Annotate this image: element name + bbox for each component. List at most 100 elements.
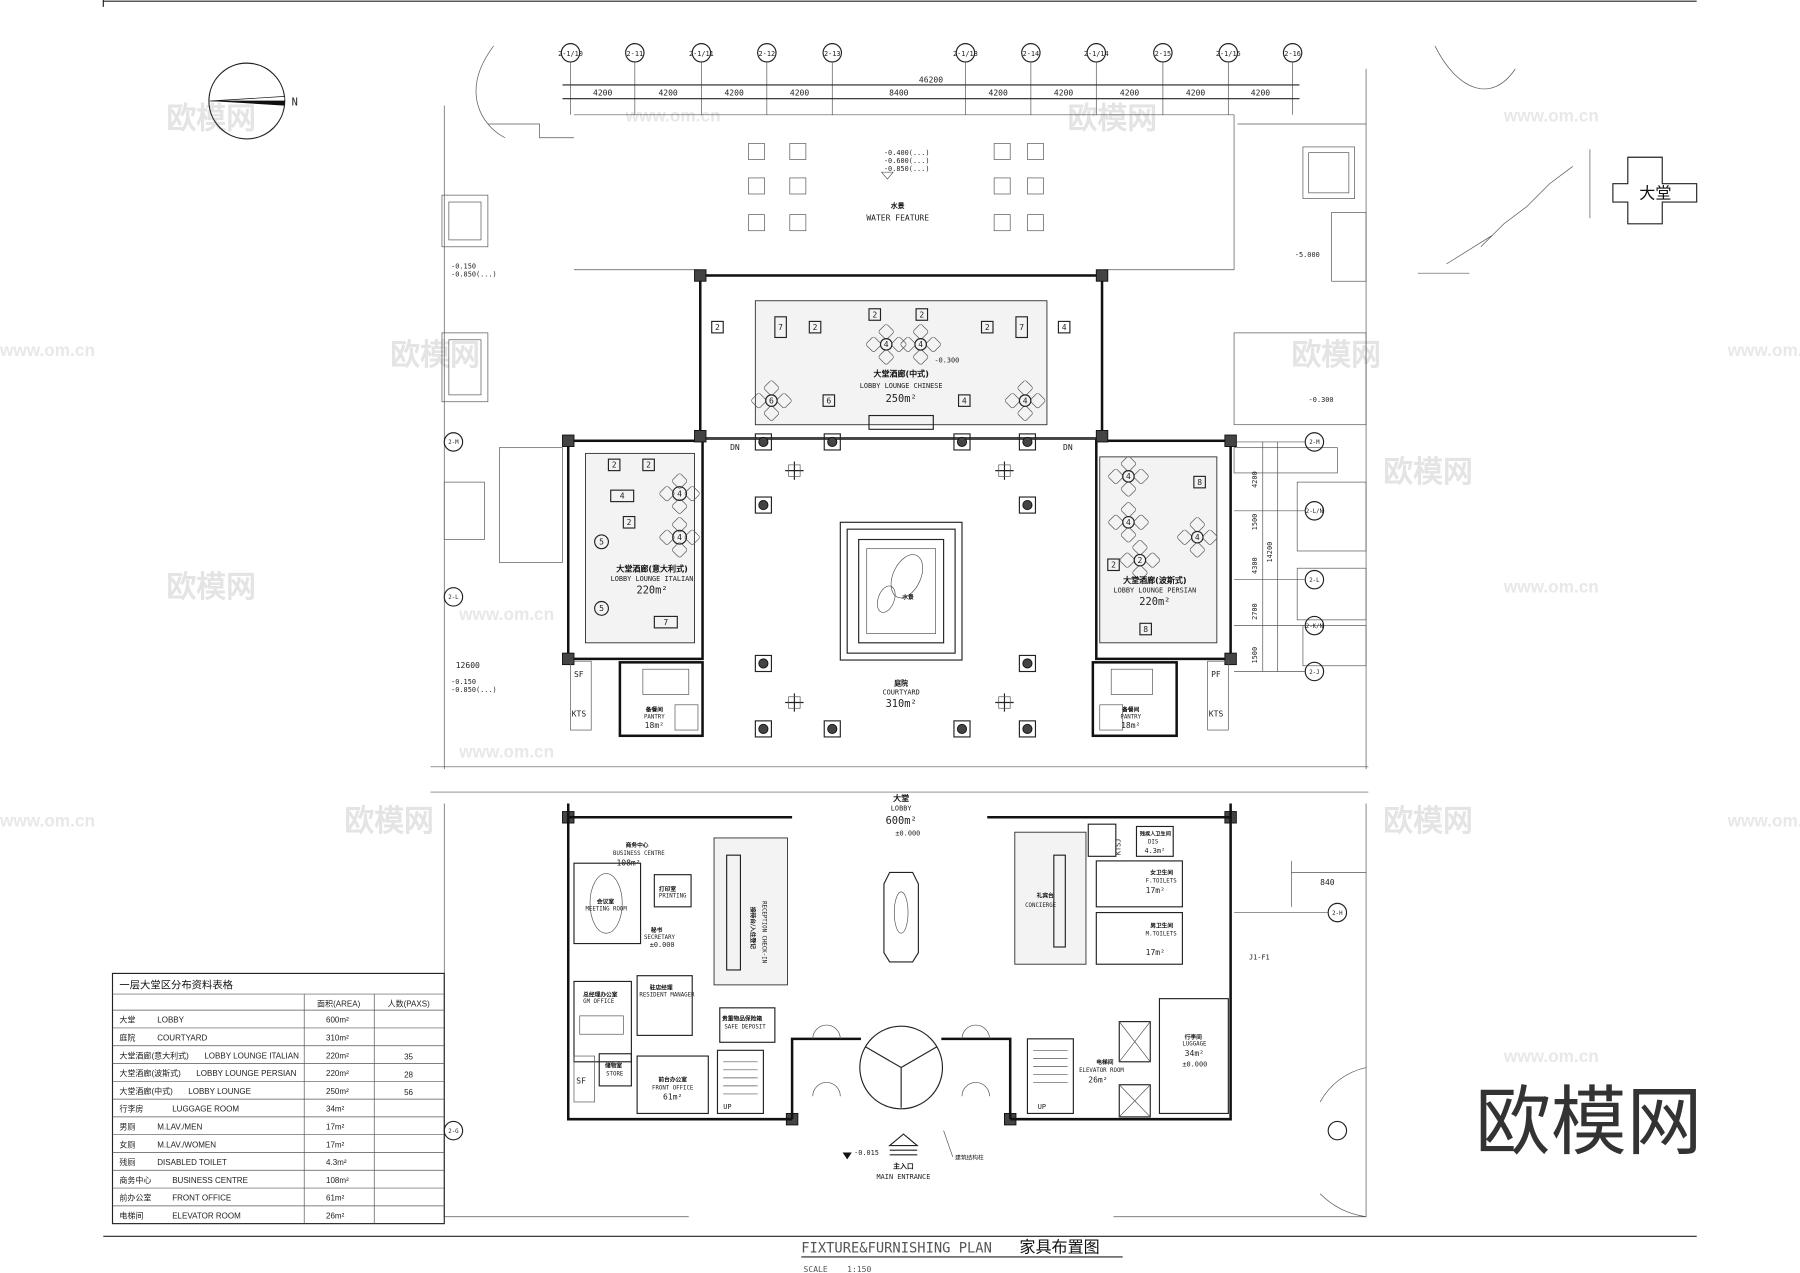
store-en: STORE [606, 1072, 624, 1078]
segment-dimension: 4200 [1251, 88, 1270, 97]
segment-dimension: 4200 [593, 88, 612, 97]
watermark-url: www.om.cn [1503, 106, 1599, 126]
row-paxs: 28 [404, 1070, 413, 1079]
lobby-level: ±0.000 [895, 830, 920, 838]
row-name-en: LOBBY [157, 1016, 184, 1025]
disabled-toilet-cn: 残疾人卫生间 [1140, 830, 1171, 838]
grid-bubble-label: 2-L [448, 595, 459, 601]
secretary-cn: 秘书 [651, 926, 663, 934]
seat-count: 6 [769, 396, 774, 405]
printing-cn: 打印室 [659, 885, 676, 893]
scale-label: SCALE [804, 1265, 828, 1273]
row-name-en: M.LAV./MEN [157, 1123, 202, 1132]
elevation-water-2: -0.600(...) [884, 157, 930, 165]
grid-bubble-label: 2-14 [1023, 50, 1040, 58]
grid-bubble-label: 2-M [1309, 440, 1320, 446]
gm-office-en: GM OFFICE [583, 999, 615, 1005]
drawing-title-block: FIXTURE&FURNISHING PLAN 家具布置图 SCALE 1:15… [801, 1237, 1123, 1273]
lobby-cn: 大堂 [893, 793, 909, 803]
seat-count: 7 [778, 323, 783, 332]
schedule-header-paxs: 人数(PAXS) [388, 999, 430, 1009]
lobby-en: LOBBY [891, 804, 913, 812]
elevation-left-4: -0.850(...) [451, 686, 497, 694]
column [823, 433, 841, 451]
column [1018, 654, 1037, 673]
furniture-table: 6 [765, 394, 778, 407]
grid-bubble-label: 2-G [448, 1129, 459, 1135]
row-name-cn: 大堂酒廊(波斯式) [119, 1068, 181, 1078]
column [754, 654, 773, 673]
water-feature-en: WATER FEATURE [866, 213, 929, 222]
furniture-table: 4 [1057, 320, 1071, 334]
water-jet-box [993, 143, 1011, 160]
row-name-en: LOBBY LOUNGE ITALIAN [204, 1051, 299, 1060]
watermark-url: www.om.cn [0, 810, 95, 830]
grid-bubble-label: 2-1/11 [689, 50, 714, 58]
furniture-table: 2 [868, 308, 882, 321]
row-area: 34m² [326, 1105, 345, 1114]
elevation-lounge: -0.300 [934, 357, 959, 365]
meeting-room-cn: 会议室 [597, 897, 614, 905]
elevation-left-3: -0.150 [451, 678, 476, 686]
row-name-en: M.LAV./WOMEN [157, 1140, 216, 1149]
row-name-cn: 电梯间 [119, 1210, 143, 1220]
seat-count: 4 [918, 340, 923, 349]
elevation-water-3: -0.850(...) [884, 165, 930, 173]
shaft-tag-ktsj: KTSJ [1114, 839, 1122, 856]
row-paxs: 35 [404, 1052, 413, 1061]
grid-bubble-label: 2-1/14 [1084, 50, 1109, 58]
safe-deposit-cn: 贵重物品保险箱 [722, 1014, 762, 1022]
lounge-chinese-area: 250m² [886, 393, 917, 405]
stair-down-tag-left: DN [730, 443, 740, 452]
door-swing[interactable] [961, 1082, 990, 1097]
door-swing[interactable] [812, 1082, 841, 1097]
seat-count: 2 [1111, 561, 1116, 570]
business-centre-area: 108m² [616, 859, 640, 868]
seat-count: 2 [985, 323, 990, 332]
watermark-logo-faint: 欧模网 [166, 102, 255, 137]
lobby-block: 大堂 LOBBY 600m² ±0.000 会议室 MEETING ROOM 商… [566, 793, 1232, 1181]
courtyard: DN DN 水景 庭院 COURTYARD 310m² [562, 269, 1237, 1126]
elevation-notes: -0.150 -0.850(...) -0.150 -0.850(...) -5… [451, 251, 1335, 962]
secretary-level: ±0.000 [650, 941, 675, 949]
seat-count: 2 [612, 461, 617, 470]
furniture-table: 4 [1122, 515, 1135, 529]
grid-bubble-label: 2-L [1309, 578, 1320, 584]
revolving-door[interactable] [859, 1025, 944, 1110]
watermark-logo-faint: 欧模网 [1068, 102, 1157, 137]
pantry-left: 备餐间 PANTRY 18m² SF KTS [570, 660, 704, 738]
row-area: 17m² [326, 1123, 345, 1132]
door-swing[interactable] [812, 1024, 841, 1039]
disabled-toilet-area: 4.3m² [1145, 847, 1166, 855]
pantry-left-cn: 备餐间 [645, 706, 663, 714]
row-area: 220m² [326, 1069, 349, 1078]
key-plan-label: 大堂 [1639, 184, 1671, 203]
grid-bubble-label: 2-J [1309, 670, 1319, 676]
watermark-url: www.om.cn [1503, 576, 1599, 596]
lounge-italian-cn: 大堂酒廊(意大利式) [616, 564, 687, 574]
side-dimension: 1500 [1251, 514, 1259, 531]
pantry-right-area: 18m² [1121, 721, 1140, 730]
seat-count: 4 [1126, 518, 1131, 527]
column [1018, 433, 1037, 451]
disabled-toilet-en: DIS [1148, 840, 1159, 846]
water-feature-cn: 水景 [891, 201, 905, 210]
concierge-cn: 礼宾台 [1037, 892, 1054, 900]
elevator-room-en: ELEVATOR ROOM [1079, 1068, 1124, 1074]
grid-bubble-label: 2-1/10 [558, 50, 583, 58]
stair-down-tag-right: DN [1063, 443, 1073, 452]
column [754, 720, 773, 738]
seat-count: 8 [1197, 478, 1202, 487]
furniture-table: 4 [957, 394, 971, 407]
furniture-table: 4 [1122, 470, 1135, 483]
elevator-room-cn: 电梯间 [1096, 1058, 1113, 1066]
column [1018, 720, 1037, 738]
grid-bubble-label: 2-1/15 [1216, 50, 1241, 58]
furniture-table: 7 [653, 615, 678, 629]
door-swing[interactable] [961, 1024, 990, 1039]
printing-en: PRINTING [659, 894, 687, 900]
lamp-icon [785, 461, 804, 480]
structural-column [562, 434, 575, 447]
